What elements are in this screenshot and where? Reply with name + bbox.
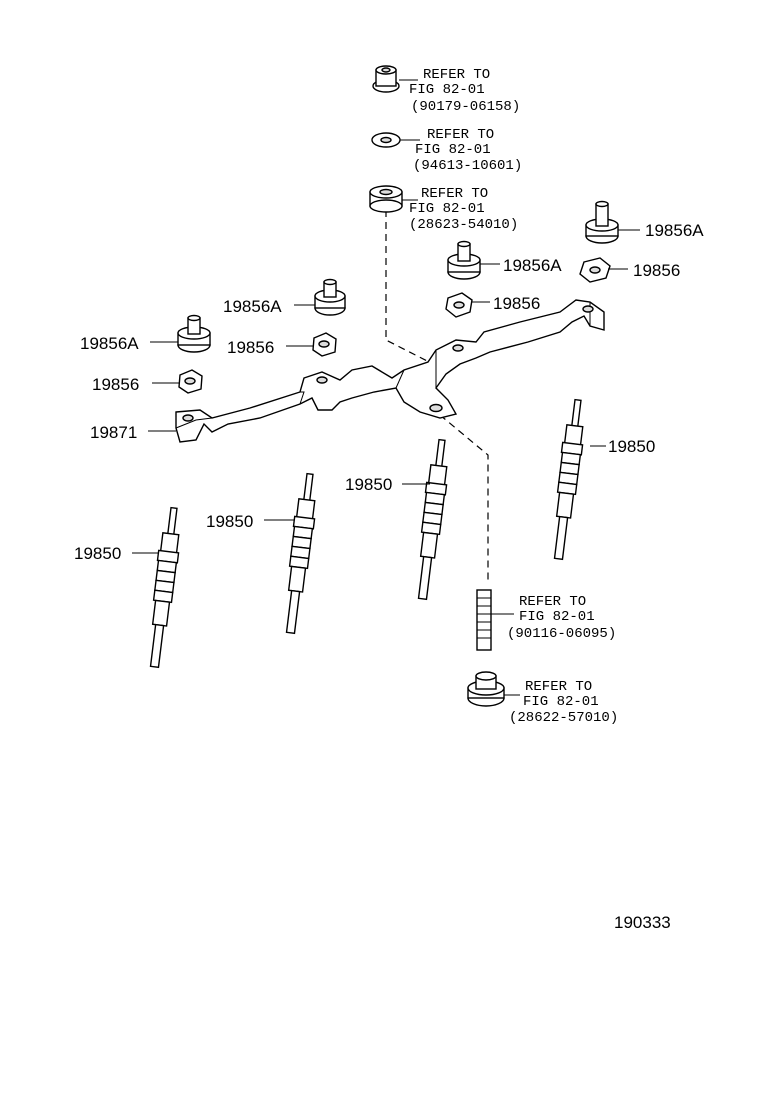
svg-text:REFER TO: REFER TO <box>421 186 488 202</box>
svg-text:(94613-10601): (94613-10601) <box>413 158 522 174</box>
flange-nut-part <box>372 65 400 93</box>
part-number-19850: 19850 <box>608 437 655 456</box>
grommet-part <box>467 671 505 707</box>
glow-plug-part <box>285 472 316 635</box>
insulator-part <box>314 278 346 316</box>
svg-text:FIG 82-01: FIG 82-01 <box>415 142 491 158</box>
insulator-part <box>447 240 481 280</box>
glow-plug-part <box>417 438 448 601</box>
nut-part <box>579 257 611 283</box>
svg-text:REFER TO: REFER TO <box>423 67 490 83</box>
glow-plug-part <box>149 506 180 669</box>
refer-note-1: REFER TO FIG 82-01 (90179-06158) <box>409 67 520 115</box>
refer-note-4: REFER TO FIG 82-01 (90116-06095) <box>507 594 616 642</box>
part-number-19871: 19871 <box>90 423 137 442</box>
part-number-19856A: 19856A <box>223 297 282 316</box>
svg-text:(28622-57010): (28622-57010) <box>509 710 618 726</box>
svg-text:(90116-06095): (90116-06095) <box>507 626 616 642</box>
stud-bolt-part <box>476 589 492 651</box>
figure-number: 190333 <box>614 913 671 932</box>
part-number-19856: 19856 <box>633 261 680 280</box>
svg-text:FIG 82-01: FIG 82-01 <box>409 82 485 98</box>
glow-plug-part <box>553 398 584 561</box>
nut-part <box>312 332 337 357</box>
part-number-19850: 19850 <box>345 475 392 494</box>
part-number-19850: 19850 <box>74 544 121 563</box>
part-number-19856A: 19856A <box>645 221 704 240</box>
svg-text:REFER TO: REFER TO <box>525 679 592 695</box>
svg-text:FIG 82-01: FIG 82-01 <box>519 609 595 625</box>
refer-note-5: REFER TO FIG 82-01 (28622-57010) <box>509 679 618 726</box>
insulator-part <box>177 314 211 353</box>
part-number-19856A: 19856A <box>503 256 562 275</box>
grommet-part <box>369 185 403 213</box>
insulator-part <box>585 200 619 244</box>
svg-text:(28623-54010): (28623-54010) <box>409 217 518 233</box>
washer-part <box>371 132 401 148</box>
svg-text:FIG 82-01: FIG 82-01 <box>523 694 599 710</box>
svg-text:FIG 82-01: FIG 82-01 <box>409 201 485 217</box>
part-number-19856: 19856 <box>493 294 540 313</box>
part-number-19856: 19856 <box>227 338 274 357</box>
dashed-reference-line-upper <box>385 210 436 395</box>
part-number-19856A: 19856A <box>80 334 139 353</box>
refer-note-2: REFER TO FIG 82-01 (94613-10601) <box>413 127 522 174</box>
svg-text:(90179-06158): (90179-06158) <box>411 99 520 115</box>
svg-text:REFER TO: REFER TO <box>519 594 586 610</box>
part-number-19856: 19856 <box>92 375 139 394</box>
svg-text:REFER TO: REFER TO <box>427 127 494 143</box>
glow-plug-connector-bus-bar <box>175 299 605 443</box>
refer-note-3: REFER TO FIG 82-01 (28623-54010) <box>409 186 518 233</box>
dashed-reference-line-lower <box>439 414 489 580</box>
nut-part <box>445 292 473 318</box>
nut-part <box>178 369 203 394</box>
part-number-19850: 19850 <box>206 512 253 531</box>
